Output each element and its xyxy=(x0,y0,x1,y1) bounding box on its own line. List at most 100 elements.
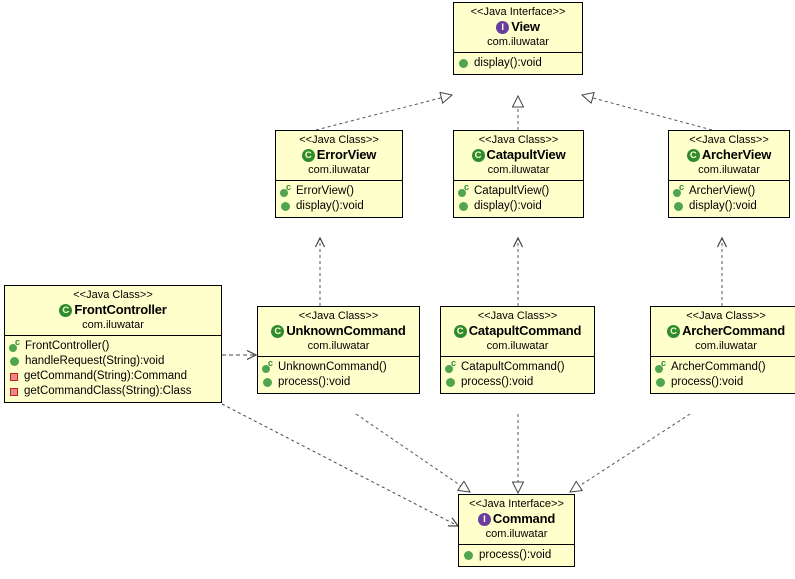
constructor-icon xyxy=(445,359,458,374)
package-label: com.iluwatar xyxy=(695,340,757,352)
member-row[interactable]: display():void xyxy=(458,199,579,214)
uml-node-header: <<Java Class>> CatapultCommand com.iluwa… xyxy=(441,307,594,357)
member-label: ArcherCommand() xyxy=(671,361,766,373)
member-row[interactable]: CatapultView() xyxy=(458,183,579,199)
public-member-icon xyxy=(464,551,473,560)
member-row[interactable]: CatapultCommand() xyxy=(445,359,590,375)
stereotype-label: <<Java Class>> xyxy=(298,310,379,322)
uml-node-header: <<Java Class>> FrontController com.iluwa… xyxy=(5,286,221,336)
class-icon xyxy=(59,303,73,317)
interface-icon xyxy=(496,20,510,34)
stereotype-label: <<Java Interface>> xyxy=(469,498,564,510)
member-row[interactable]: FrontController() xyxy=(9,338,217,354)
type-name: CatapultView xyxy=(486,147,566,162)
uml-node-errorview[interactable]: <<Java Class>> ErrorView com.iluwatar Er… xyxy=(275,130,403,218)
type-name-row: View xyxy=(460,19,576,35)
uml-node-header: <<Java Class>> UnknownCommand com.iluwat… xyxy=(258,307,419,357)
member-row[interactable]: ArcherCommand() xyxy=(655,359,795,375)
uml-node-catapultview[interactable]: <<Java Class>> CatapultView com.iluwatar… xyxy=(453,130,584,218)
member-label: ArcherView() xyxy=(689,185,756,197)
member-label: display():void xyxy=(689,200,757,212)
member-row[interactable]: process():void xyxy=(463,548,570,563)
uml-node-header: <<Java Interface>> View com.iluwatar xyxy=(454,3,582,53)
edge-archerview-implements-view xyxy=(582,95,713,131)
uml-members-compartment: CatapultCommand() process():void xyxy=(441,357,594,393)
package-label: com.iluwatar xyxy=(82,319,144,331)
member-row[interactable]: handleRequest(String):void xyxy=(9,354,217,369)
type-name-row: UnknownCommand xyxy=(264,323,413,339)
uml-node-unknowncommand[interactable]: <<Java Class>> UnknownCommand com.iluwat… xyxy=(257,306,420,394)
member-row[interactable]: display():void xyxy=(458,56,578,71)
stereotype-label: <<Java Class>> xyxy=(686,310,766,322)
member-label: handleRequest(String):void xyxy=(25,355,165,367)
member-row[interactable]: UnknownCommand() xyxy=(262,359,415,375)
class-icon xyxy=(301,148,315,162)
type-name: Command xyxy=(492,511,556,526)
uml-node-frontcontroller[interactable]: <<Java Class>> FrontController com.iluwa… xyxy=(4,285,222,403)
uml-node-command[interactable]: <<Java Interface>> Command com.iluwatar … xyxy=(458,494,575,567)
type-name: CatapultCommand xyxy=(468,323,582,338)
type-name: UnknownCommand xyxy=(286,323,406,338)
member-label: process():void xyxy=(479,549,552,561)
constructor-icon xyxy=(458,183,471,198)
member-label: FrontController() xyxy=(25,340,110,352)
type-name: ArcherView xyxy=(701,147,772,162)
member-row[interactable]: ArcherView() xyxy=(673,183,785,199)
uml-members-compartment: FrontController() handleRequest(String):… xyxy=(5,336,221,402)
uml-members-compartment: CatapultView() display():void xyxy=(454,181,583,217)
class-icon xyxy=(471,148,485,162)
member-label: ErrorView() xyxy=(296,185,354,197)
member-row[interactable]: ErrorView() xyxy=(280,183,398,199)
uml-node-catapultcommand[interactable]: <<Java Class>> CatapultCommand com.iluwa… xyxy=(440,306,595,394)
uml-members-compartment: ArcherCommand() process():void xyxy=(651,357,795,393)
uml-node-archerview[interactable]: <<Java Class>> ArcherView com.iluwatar A… xyxy=(668,130,790,218)
package-label: com.iluwatar xyxy=(485,528,548,540)
uml-node-header: <<Java Class>> CatapultView com.iluwatar xyxy=(454,131,583,181)
member-row[interactable]: process():void xyxy=(445,375,590,390)
member-label: display():void xyxy=(296,200,364,212)
public-member-icon xyxy=(459,202,468,211)
member-row[interactable]: display():void xyxy=(673,199,785,214)
type-name: ErrorView xyxy=(316,147,377,162)
type-name-row: CatapultView xyxy=(460,147,577,163)
package-label: com.iluwatar xyxy=(487,36,549,48)
member-row[interactable]: getCommandClass(String):Class xyxy=(9,384,217,399)
member-row[interactable]: display():void xyxy=(280,199,398,214)
member-label: CatapultView() xyxy=(474,185,550,197)
member-label: process():void xyxy=(278,376,351,388)
uml-members-compartment: display():void xyxy=(454,53,582,74)
public-member-icon xyxy=(446,378,455,387)
type-name-row: FrontController xyxy=(11,302,215,318)
member-label: getCommand(String):Command xyxy=(24,370,187,382)
class-icon xyxy=(271,324,285,338)
class-icon xyxy=(686,148,700,162)
member-row[interactable]: process():void xyxy=(262,375,415,390)
type-name-row: ArcherView xyxy=(675,147,783,163)
constructor-icon xyxy=(9,338,22,353)
uml-node-header: <<Java Class>> ArcherCommand com.iluwata… xyxy=(651,307,795,357)
edge-unknowncommand-implements-command xyxy=(355,413,470,492)
stereotype-label: <<Java Class>> xyxy=(689,134,769,146)
package-label: com.iluwatar xyxy=(487,164,550,176)
public-member-icon xyxy=(263,378,272,387)
public-member-icon xyxy=(674,202,683,211)
package-label: com.iluwatar xyxy=(486,340,549,352)
uml-node-archercommand[interactable]: <<Java Class>> ArcherCommand com.iluwata… xyxy=(650,306,795,394)
member-row[interactable]: process():void xyxy=(655,375,795,390)
stereotype-label: <<Java Class>> xyxy=(299,134,379,146)
edge-errorview-implements-view xyxy=(315,95,452,131)
uml-node-header: <<Java Class>> ArcherView com.iluwatar xyxy=(669,131,789,181)
edge-frontcontroller-uses-command xyxy=(221,403,458,526)
package-label: com.iluwatar xyxy=(307,340,370,352)
member-label: process():void xyxy=(461,376,534,388)
package-label: com.iluwatar xyxy=(308,164,370,176)
stereotype-label: <<Java Class>> xyxy=(477,310,558,322)
type-name-row: CatapultCommand xyxy=(447,323,588,339)
constructor-icon xyxy=(655,359,668,374)
constructor-icon xyxy=(673,183,686,198)
public-member-icon xyxy=(10,357,19,366)
uml-node-view[interactable]: <<Java Interface>> View com.iluwatar dis… xyxy=(453,2,583,75)
member-row[interactable]: getCommand(String):Command xyxy=(9,369,217,384)
constructor-icon xyxy=(262,359,275,374)
